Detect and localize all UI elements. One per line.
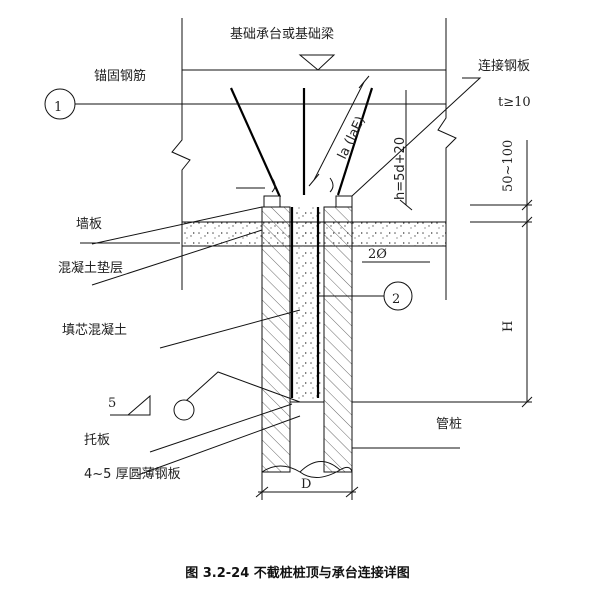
marker-1: 1 [44, 88, 446, 120]
leader-lines [80, 77, 482, 476]
label-rebar-2phi: 2Ø [368, 247, 387, 262]
anchor-rebars [229, 87, 374, 398]
marker-2: 2 [318, 281, 413, 311]
label-weld-5: 5 [108, 396, 116, 411]
figure-caption: 图 3.2-24 不截桩桩顶与承台连接详图 [185, 566, 410, 581]
label-pipe-pile: 管桩 [436, 417, 462, 432]
connection-plates [236, 177, 353, 208]
dim-D: D [301, 477, 311, 492]
dim-50-100: 50~100 [501, 140, 516, 192]
cap-boundary [171, 18, 457, 300]
label-concrete-cushion: 混凝土垫层 [58, 260, 123, 276]
label-t-ge-10: t≥10 [498, 95, 531, 110]
label-infill-concrete: 填芯混凝土 [62, 322, 127, 338]
dim-H: H [501, 321, 516, 332]
label-wall-plate: 墙板 [76, 217, 102, 232]
label-thin-plate: 4~5 厚圆薄钢板 [84, 467, 181, 482]
pile-body [261, 206, 353, 478]
la-dimension: la (laE) h=5d+20 [308, 75, 413, 211]
label-connect-plate: 连接钢板 [478, 58, 530, 74]
weld-symbol [110, 394, 195, 421]
h-label: h=5d+20 [393, 137, 408, 200]
label-cap-beam: 基础承台或基础梁 [230, 27, 334, 42]
la-label: la (laE) [335, 114, 368, 162]
right-dimensions: 50~100 H [352, 140, 533, 408]
diameter-dimension: D [255, 472, 359, 500]
label-support-plate: 托板 [84, 433, 110, 448]
label-anchor-rebar: 锚固钢筋 [94, 68, 146, 84]
svg-text:2: 2 [392, 292, 400, 307]
cap-level-marker [298, 54, 336, 71]
svg-text:1: 1 [54, 100, 62, 115]
